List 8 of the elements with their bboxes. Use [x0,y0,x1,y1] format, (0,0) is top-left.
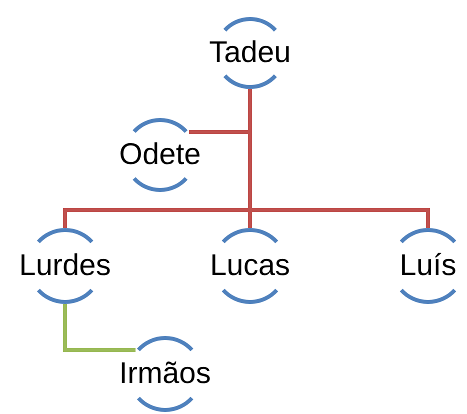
name-label: Lucas [210,251,290,281]
name-label: Tadeu [209,38,291,68]
connector-line [63,304,136,352]
name-label: Luís [400,251,456,281]
connector-line [248,89,430,228]
name-label: Irmãos [119,359,211,389]
name-label: Odete [119,140,201,170]
name-label: Lurdes [19,251,111,281]
